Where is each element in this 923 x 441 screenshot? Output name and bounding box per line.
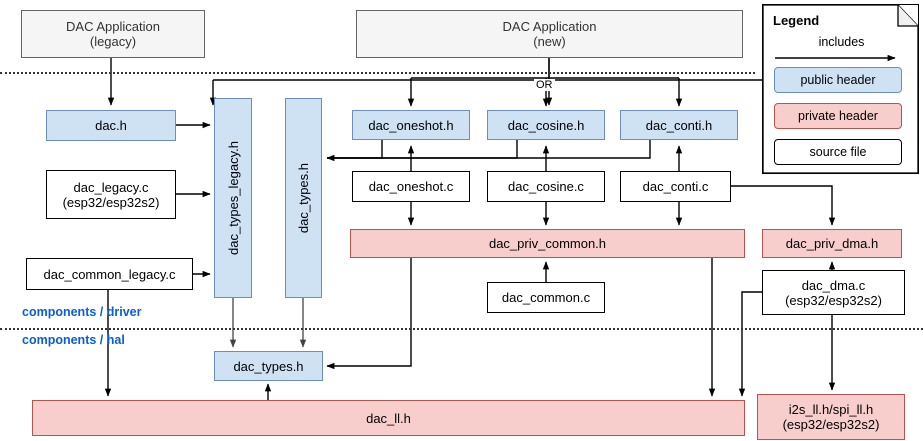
node-dac-application-new[interactable]: DAC Application (new) (356, 10, 743, 58)
node-label: dac_types.h (296, 162, 311, 234)
node-dac-cosine-h[interactable]: dac_cosine.h (487, 110, 605, 140)
node-dac-dma-c[interactable]: dac_dma.c (esp32/esp32s2) (762, 270, 905, 315)
node-label-line2: (new) (533, 34, 566, 49)
node-label: dac_types.h (233, 358, 304, 374)
node-label: dac_oneshot.h (368, 117, 454, 133)
node-label: dac_cosine.c (508, 179, 584, 194)
edge-dmac-to-dacllh (738, 291, 762, 397)
node-label-line1: DAC Application (502, 19, 597, 34)
legend-includes-label: includes (818, 35, 865, 49)
node-label: dac_common.c (501, 290, 591, 305)
node-dac-legacy-c[interactable]: dac_legacy.c (esp32/esp32s2) (46, 170, 176, 219)
node-dac-application-legacy[interactable]: DAC Application (legacy) (21, 10, 205, 58)
zone-label-driver: components / driver (22, 305, 142, 319)
node-dac-priv-common-h[interactable]: dac_priv_common.h (350, 229, 745, 258)
node-label-line1: dac_dma.c (801, 277, 866, 293)
node-dac-oneshot-h[interactable]: dac_oneshot.h (352, 110, 470, 140)
node-dac-common-legacy-c[interactable]: dac_common_legacy.c (26, 258, 193, 290)
node-label-line1: DAC Application (66, 19, 160, 34)
node-label: dac.h (95, 118, 127, 133)
legend-item-label: private header (798, 109, 878, 123)
legend-item-label: public header (800, 73, 876, 87)
edge-contih-to-dactypesh (327, 140, 651, 159)
or-label: OR (534, 79, 555, 91)
node-label: dac_types_legacy.h (225, 141, 241, 255)
legend-arrow-icon (775, 54, 896, 62)
node-dac-conti-c[interactable]: dac_conti.c (620, 171, 731, 202)
zone-label-hal: components / hal (22, 333, 125, 347)
edge-oneshoth-to-dactypesh (326, 140, 383, 162)
node-label-line2: (esp32/esp32s2) (785, 292, 882, 308)
node-i2s-ll-spi-ll-h[interactable]: i2s_ll.h/spi_ll.h (esp32/esp32s2) (757, 394, 905, 440)
legend-private-header-swatch: private header (774, 103, 902, 129)
node-dac-cosine-c[interactable]: dac_cosine.c (487, 171, 605, 202)
node-label: dac_priv_common.h (488, 236, 607, 251)
divider-app-driver (0, 72, 755, 74)
node-dac-common-c[interactable]: dac_common.c (487, 282, 605, 313)
node-label-line2: (legacy) (89, 34, 137, 49)
edge-privcommon-to-haltypes (326, 258, 412, 370)
node-dac-h[interactable]: dac.h (46, 110, 176, 141)
node-label-line2: (esp32/esp32s2) (782, 417, 880, 432)
legend-panel: Legend includes public header private he… (762, 4, 919, 174)
node-label: dac_oneshot.c (368, 179, 454, 194)
node-label-line1: dac_legacy.c (73, 179, 149, 195)
node-label: dac_priv_dma.h (785, 236, 879, 251)
node-dac-priv-dma-h[interactable]: dac_priv_dma.h (762, 229, 902, 258)
node-label-line2: (esp32/esp32s2) (62, 194, 160, 210)
node-label: dac_conti.c (642, 179, 709, 194)
node-dac-types-legacy-h[interactable]: dac_types_legacy.h (214, 98, 252, 298)
node-dac-oneshot-c[interactable]: dac_oneshot.c (352, 171, 470, 202)
edge-contic-to-privdma (731, 185, 836, 226)
node-dac-conti-h[interactable]: dac_conti.h (620, 110, 738, 140)
legend-item-label: source file (809, 145, 867, 159)
legend-source-file-swatch: source file (774, 139, 902, 165)
node-label: dac_ll.h (366, 410, 411, 426)
node-label: dac_cosine.h (507, 117, 585, 133)
node-label: dac_common_legacy.c (43, 266, 176, 282)
legend-title: Legend (773, 13, 820, 28)
legend-public-header-swatch: public header (774, 67, 902, 93)
node-dac-types-h-driver[interactable]: dac_types.h (285, 98, 322, 298)
node-dac-ll-h[interactable]: dac_ll.h (32, 400, 745, 436)
node-label: dac_conti.h (645, 117, 713, 133)
node-dac-types-h-hal[interactable]: dac_types.h (214, 351, 323, 381)
divider-driver-hal (0, 328, 923, 330)
node-label-line1: i2s_ll.h/spi_ll.h (788, 402, 874, 417)
edge-cosineh-to-dactypesh (327, 140, 518, 159)
